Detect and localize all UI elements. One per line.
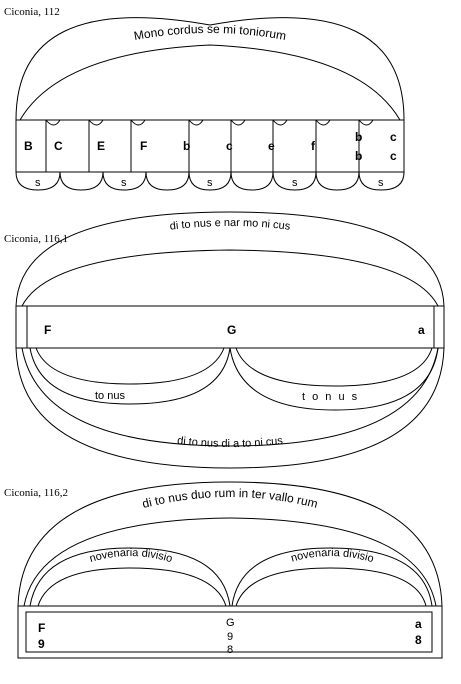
monochord-body <box>15 119 405 173</box>
label-8-right: 8 <box>415 633 422 647</box>
bottom-scallops <box>15 171 405 191</box>
letter-7: e <box>268 139 275 153</box>
diagram-1-caption: Ciconia, 112 <box>4 6 60 18</box>
letter-2: C <box>54 139 63 153</box>
label-g: G <box>227 323 236 337</box>
label-8-center: 8 <box>227 644 233 656</box>
letter-9-lower: b <box>355 149 362 163</box>
bottom-label-7: s <box>292 177 298 189</box>
inner-left-arc <box>29 547 231 607</box>
top-arc-label-3: di to nus duo rum in ter vallo rum <box>141 486 319 511</box>
lower-right-label: t o n u s <box>302 391 359 403</box>
label-9-center: 9 <box>227 631 233 643</box>
letter-5: b <box>183 139 190 153</box>
inner-right-arc-2 <box>235 567 427 607</box>
inner-arc <box>19 44 401 121</box>
bottom-labels: s s s s s <box>35 177 384 189</box>
letter-10: c <box>390 130 397 144</box>
top-arc-label: di to nus e nar mo ni cus <box>169 217 291 233</box>
bottom-arc-label: di to nus di a to ni cus <box>177 435 284 450</box>
letter-9: b <box>355 130 362 144</box>
inner-left-arc-2 <box>37 567 227 607</box>
bottom-label-3: s <box>121 177 127 189</box>
letter-10-lower: c <box>390 149 397 163</box>
label-a: a <box>418 323 425 337</box>
label-f-3: F <box>38 621 45 635</box>
lower-left-label: to nus <box>95 390 125 402</box>
lower-right-inner-arc <box>235 347 433 387</box>
diagram-3-caption: Ciconia, 116,2 <box>4 487 68 499</box>
inner-right-arc <box>231 547 433 607</box>
label-9-left: 9 <box>38 637 45 651</box>
diagram-2: Ciconia, 116,1 di to nus e nar mo ni cus… <box>4 211 445 469</box>
lower-left-arc <box>29 347 231 405</box>
monochord-inner-body-3 <box>25 611 433 653</box>
top-inner-arc <box>21 249 439 307</box>
label-f: F <box>44 323 51 337</box>
letter-3: E <box>97 139 105 153</box>
letter-4: F <box>140 139 147 153</box>
lower-left-inner-arc <box>35 347 225 385</box>
bottom-label-9: s <box>378 177 384 189</box>
top-outer-arc <box>15 211 445 307</box>
bottom-inner-arc <box>21 347 439 447</box>
bottom-label-1: s <box>35 177 41 189</box>
top-outer-arc-3 <box>17 481 443 607</box>
lower-right-arc <box>229 347 439 411</box>
diagram-3: Ciconia, 116,2 di to nus duo rum in ter … <box>4 481 443 659</box>
diagram-1: Ciconia, 112 Mono cordus se mi toniorum <box>4 6 405 191</box>
label-g-3: G <box>226 617 235 629</box>
bottom-outer-arc <box>15 347 445 469</box>
label-a-3: a <box>415 617 422 631</box>
monochord-divisions <box>45 119 374 172</box>
letter-6: c <box>226 139 233 153</box>
letter-8: f <box>311 139 316 153</box>
bottom-label-5: s <box>207 177 213 189</box>
top-inner-arc-3 <box>23 517 437 607</box>
monochord-letters: B C E F b c e f b c b c <box>24 130 397 163</box>
diagram-2-caption: Ciconia, 116,1 <box>4 233 68 245</box>
outer-arc <box>15 17 405 121</box>
monochord-arc-label: Mono cordus se mi toniorum <box>133 22 288 43</box>
letter-1: B <box>24 139 33 153</box>
inner-left-label: novenaria divisio <box>88 547 174 565</box>
monochord-body-3 <box>17 605 443 659</box>
